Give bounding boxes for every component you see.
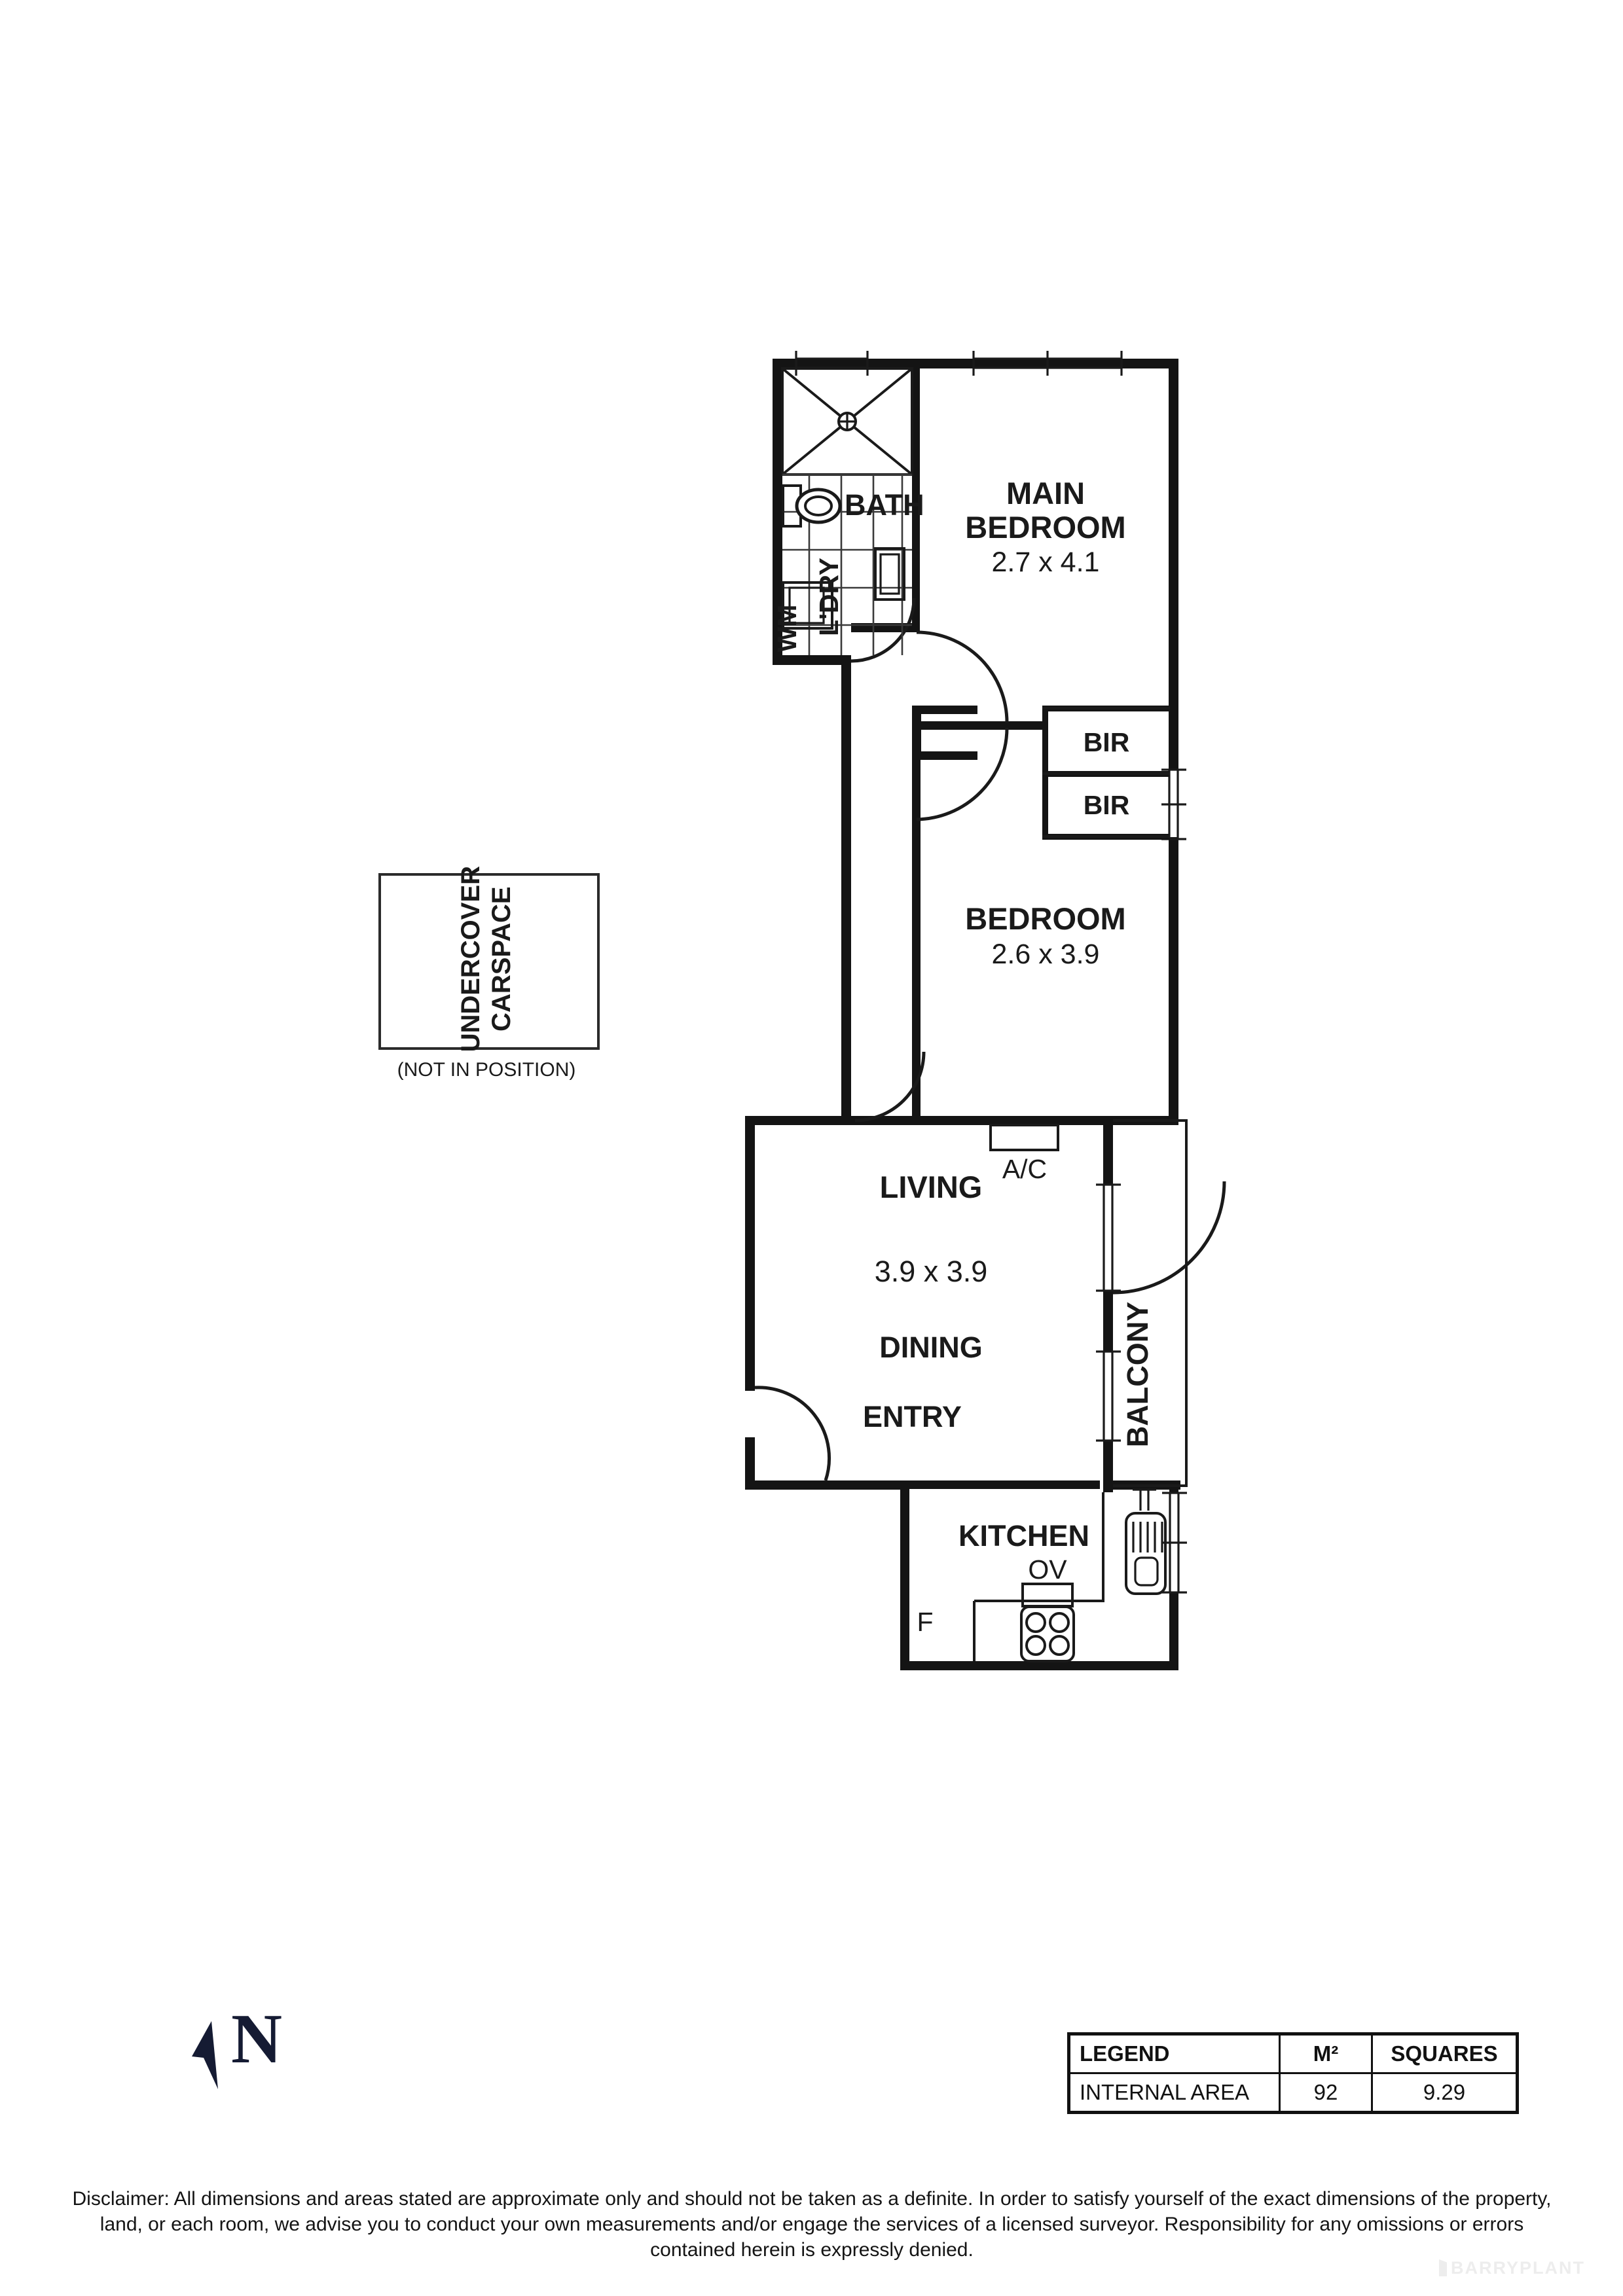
label-oven: OV (1028, 1554, 1067, 1585)
bathroom-fixtures (781, 367, 913, 655)
legend-table: LEGEND M² SQUARES INTERNAL AREA 92 9.29 (1067, 2032, 1519, 2114)
label-air-conditioner: A/C (1002, 1154, 1047, 1184)
label-balcony: BALCONY (1121, 1302, 1154, 1448)
room-labels: MAIN BEDROOM 2.7 x 4.1 BEDROOM 2.6 x 3.9… (814, 476, 1154, 1552)
shower-icon (781, 367, 913, 476)
label-entry: ENTRY (863, 1400, 962, 1433)
sink-icon (1125, 1512, 1167, 1595)
window-balcony-lower (1096, 1350, 1121, 1442)
legend-header-name: LEGEND (1068, 2033, 1281, 2074)
label-kitchen: KITCHEN (958, 1519, 1089, 1552)
watermark-mark-icon (1439, 2259, 1447, 2276)
carspace-label-line2: CARSPACE (486, 886, 516, 1031)
label-main-bedroom-line1: MAIN (1006, 476, 1085, 511)
label-bath: BATH (845, 488, 924, 522)
legend-row-internal-area: INTERNAL AREA 92 9.29 (1068, 2072, 1518, 2113)
label-bir-1: BIR (1084, 727, 1130, 757)
north-indicator: N (187, 2004, 282, 2101)
legend-header-squares: SQUARES (1371, 2033, 1518, 2074)
carspace-label-wrap: UNDERCOVER CARSPACE (378, 866, 594, 1052)
north-letter: N (231, 2000, 282, 2078)
label-dining: DINING (879, 1331, 983, 1364)
door-main-bedroom (916, 630, 1009, 723)
label-fridge: F (917, 1607, 933, 1637)
oven-icon (1021, 1583, 1074, 1607)
window-balcony-bottom (1133, 1488, 1156, 1511)
doors (754, 598, 1226, 1481)
balcony-rail (1113, 1119, 1188, 1487)
label-bir-2: BIR (1084, 790, 1130, 820)
window-main-bedroom-top (972, 351, 1123, 376)
brand-watermark: BARRYPLANT (1439, 2258, 1585, 2278)
kitchen-fixtures (973, 1492, 1167, 1662)
door-balcony (1112, 1181, 1226, 1295)
label-living-dimensions: 3.9 x 3.9 (875, 1255, 988, 1288)
carspace-box (378, 873, 600, 1050)
label-washing-machine: WM (772, 605, 802, 653)
legend-header-m2: M² (1279, 2033, 1373, 2074)
door-laundry (850, 598, 916, 663)
label-laundry: L'DRY (814, 558, 844, 636)
built-in-robes (1042, 706, 1170, 840)
label-bedroom: BEDROOM (965, 901, 1125, 936)
north-arrow-icon (192, 2021, 218, 2089)
label-bedroom-dimensions: 2.6 x 3.9 (992, 939, 1100, 970)
watermark-text: BARRYPLANT (1451, 2258, 1585, 2278)
door-bedroom-upper (916, 727, 1009, 821)
door-bedroom-lower (854, 1051, 926, 1122)
label-main-bedroom-dimensions: 2.7 x 4.1 (992, 547, 1100, 578)
door-entry (754, 1386, 831, 1481)
disclaimer-text: Disclaimer: All dimensions and areas sta… (72, 2188, 1552, 2261)
label-main-bedroom-line2: BEDROOM (965, 510, 1125, 545)
carspace-label-line1: UNDERCOVER (456, 865, 485, 1052)
legend-cell-squares: 9.29 (1371, 2072, 1518, 2113)
window-balcony-upper (1096, 1183, 1121, 1292)
label-living: LIVING (880, 1170, 983, 1204)
toilet-icon (782, 484, 842, 528)
air-conditioner-icon (989, 1124, 1059, 1151)
window-kitchen-right (1162, 1492, 1187, 1594)
structural-walls (745, 359, 1180, 1670)
legend-cell-name: INTERNAL AREA (1068, 2072, 1281, 2113)
washing-machine-icon (782, 581, 833, 630)
window-bedroom-right (1161, 768, 1186, 840)
fixture-labels: WM BIR BIR A/C OV F (772, 605, 1129, 1637)
legend-header-row: LEGEND M² SQUARES (1068, 2033, 1518, 2074)
carspace-note: (NOT IN POSITION) (397, 1059, 576, 1081)
cooktop-icon (1020, 1605, 1075, 1662)
vanity-basin-icon (874, 547, 905, 601)
legend-cell-m2: 92 (1279, 2072, 1373, 2113)
